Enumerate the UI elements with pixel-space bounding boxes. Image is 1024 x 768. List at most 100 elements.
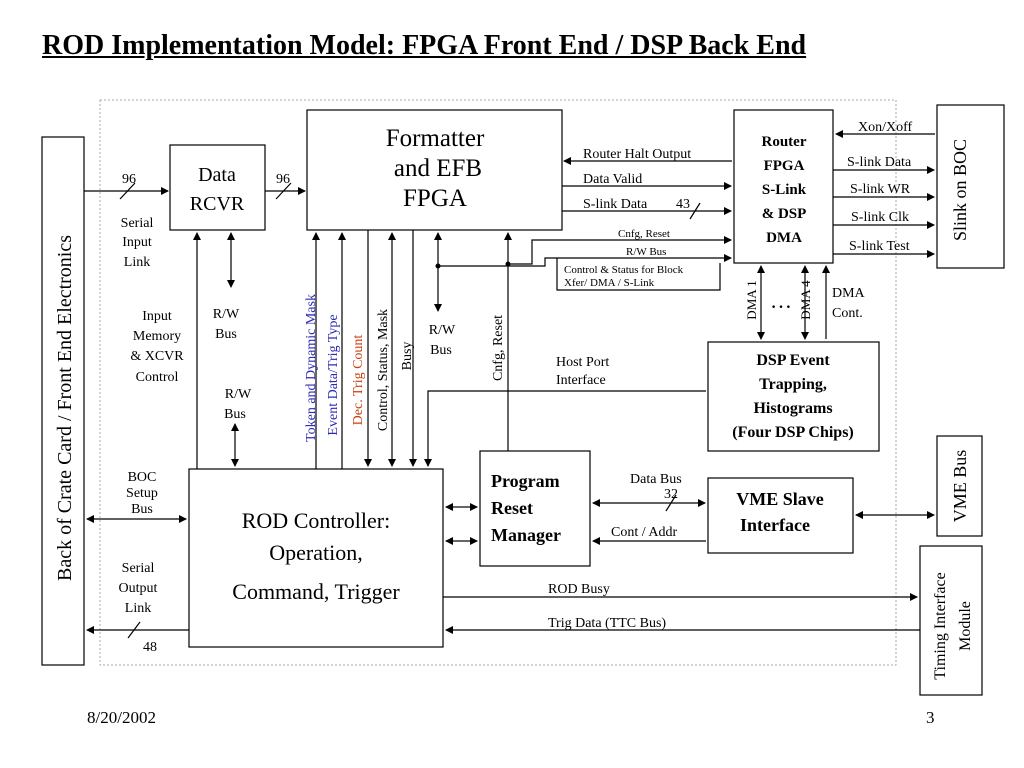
- control-status-block-line-1: Control & Status for Block: [564, 264, 684, 276]
- vme-bus-box: [936, 435, 983, 537]
- router-halt-label: Router Halt Output: [583, 147, 691, 162]
- serial-input-line-1: Serial: [121, 216, 154, 231]
- dma4-label: DMA 4: [798, 280, 813, 320]
- input-memory-line-2: Memory: [133, 329, 181, 344]
- footer-date: 8/20/2002: [87, 708, 156, 727]
- rod-busy-label: ROD Busy: [548, 582, 610, 597]
- token-mask-label: Token and Dynamic Mask: [304, 294, 319, 442]
- rw-bus-2-line-1: R/W: [225, 387, 252, 402]
- serial-input-slash: [119, 182, 136, 200]
- rw-bus-3-line-1: R/W: [429, 323, 456, 338]
- dma1-label: DMA 1: [744, 280, 759, 319]
- rw-bus-3-line-2: Bus: [430, 343, 452, 358]
- rw-bus-1-line-1: R/W: [213, 307, 240, 322]
- router-line-3: S-Link: [762, 182, 807, 198]
- rw-bus-small-arrow: [438, 254, 732, 267]
- width-96-right: 96: [276, 172, 290, 187]
- data-rcvr-line-1: Data: [198, 164, 236, 186]
- slink-boc-label: Slink on BOC: [950, 139, 970, 241]
- dsp-box: [707, 341, 880, 452]
- width-48: 48: [143, 640, 157, 655]
- rw-bus-small-label: R/W Bus: [626, 246, 666, 258]
- control-status-label: Control, Status, Mask: [376, 309, 391, 431]
- serial-output-line-2: Output: [119, 581, 158, 596]
- dma-dots: …: [770, 288, 792, 313]
- prm-line-2: Reset: [491, 498, 533, 518]
- rod-controller-line-3: Command, Trigger: [232, 579, 400, 604]
- rod-controller-line-2: Operation,: [269, 540, 362, 565]
- trig-data-label: Trig Data (TTC Bus): [548, 616, 666, 631]
- slink-data-label: S-link Data: [847, 155, 912, 170]
- vme-slave-line-1: VME Slave: [736, 489, 824, 509]
- formatter-box: [306, 109, 563, 231]
- rod-board-border: [99, 99, 897, 666]
- router-line-2: FPGA: [764, 158, 805, 174]
- rcvr-formatter-slash: [275, 182, 292, 200]
- slink-data-43-slash: [689, 202, 701, 220]
- rod-controller-box: [188, 468, 444, 648]
- input-memory-line-1: Input: [142, 309, 172, 324]
- dsp-line-1: DSP Event: [756, 352, 830, 369]
- data-bus-slash: [665, 494, 677, 512]
- formatter-line-2: and EFB: [394, 155, 482, 182]
- width-96-left: 96: [122, 172, 136, 187]
- router-line-4: & DSP: [762, 206, 807, 222]
- dma-cont-line-2: Cont.: [832, 306, 863, 321]
- width-43: 43: [676, 197, 690, 212]
- dsp-line-2: Trapping,: [759, 376, 827, 393]
- xon-xoff-label: Xon/Xoff: [858, 120, 913, 135]
- slink-clk-label: S-link Clk: [851, 210, 909, 225]
- cnfg-reset-horizontal-label: Cnfg, Reset: [618, 228, 670, 240]
- width-32: 32: [664, 487, 678, 502]
- back-of-crate-label: Back of Crate Card / Front End Electroni…: [54, 235, 76, 581]
- boc-setup-line-3: Bus: [131, 502, 153, 517]
- cnfg-reset-vertical-label: Cnfg, Reset: [491, 315, 506, 381]
- rw-bus-1-line-2: Bus: [215, 327, 237, 342]
- prm-box: [479, 450, 591, 567]
- timing-line-2: Module: [957, 601, 974, 651]
- timing-box: [919, 545, 983, 696]
- serial-output-line-1: Serial: [122, 561, 155, 576]
- host-port-arrow: [424, 390, 706, 467]
- host-port-line-2: Interface: [556, 373, 606, 388]
- serial-output-line-3: Link: [125, 601, 151, 616]
- prm-line-1: Program: [491, 471, 560, 491]
- data-bus-label: Data Bus: [630, 472, 682, 487]
- dma-cont-line-1: DMA: [832, 286, 866, 301]
- vme-bus-label: VME Bus: [950, 450, 970, 523]
- router-line-5: DMA: [766, 230, 802, 246]
- prm-line-3: Manager: [491, 525, 561, 545]
- boc-setup-line-2: Setup: [126, 486, 158, 501]
- data-rcvr-box: [169, 144, 266, 231]
- event-data-label: Event Data/Trig Type: [326, 314, 341, 435]
- slink-test-label: S-link Test: [849, 239, 910, 254]
- footer-page-number: 3: [926, 708, 935, 727]
- serial-input-line-2: Input: [122, 235, 152, 250]
- junction-dot-rw: [435, 263, 441, 269]
- vme-slave-line-2: Interface: [740, 515, 810, 535]
- input-memory-line-4: Control: [136, 370, 179, 385]
- rod-controller-line-1: ROD Controller:: [242, 508, 391, 533]
- data-valid-label: Data Valid: [583, 172, 642, 187]
- formatter-line-3: FPGA: [403, 185, 467, 212]
- vme-slave-box: [707, 477, 854, 554]
- host-port-line-1: Host Port: [556, 355, 609, 370]
- slink-data-43-label: S-link Data: [583, 197, 648, 212]
- router-line-1: Router: [762, 134, 807, 150]
- input-memory-line-3: & XCVR: [130, 349, 184, 364]
- formatter-line-1: Formatter: [386, 125, 485, 152]
- junction-dot-cnfg: [505, 261, 511, 267]
- back-of-crate-box: [41, 136, 85, 666]
- rw-bus-2-line-2: Bus: [224, 407, 246, 422]
- dsp-line-3: Histograms: [753, 400, 832, 417]
- data-rcvr-line-2: RCVR: [190, 193, 245, 215]
- control-status-block-line-2: Xfer/ DMA / S-Link: [564, 277, 655, 289]
- dsp-line-4: (Four DSP Chips): [732, 424, 854, 441]
- busy-label: Busy: [400, 342, 415, 371]
- router-box: [733, 109, 834, 264]
- serial-output-slash: [127, 621, 141, 639]
- serial-input-line-3: Link: [124, 255, 150, 270]
- cnfg-reset-horizontal: [508, 236, 732, 265]
- slink-boc-box: [936, 104, 1005, 269]
